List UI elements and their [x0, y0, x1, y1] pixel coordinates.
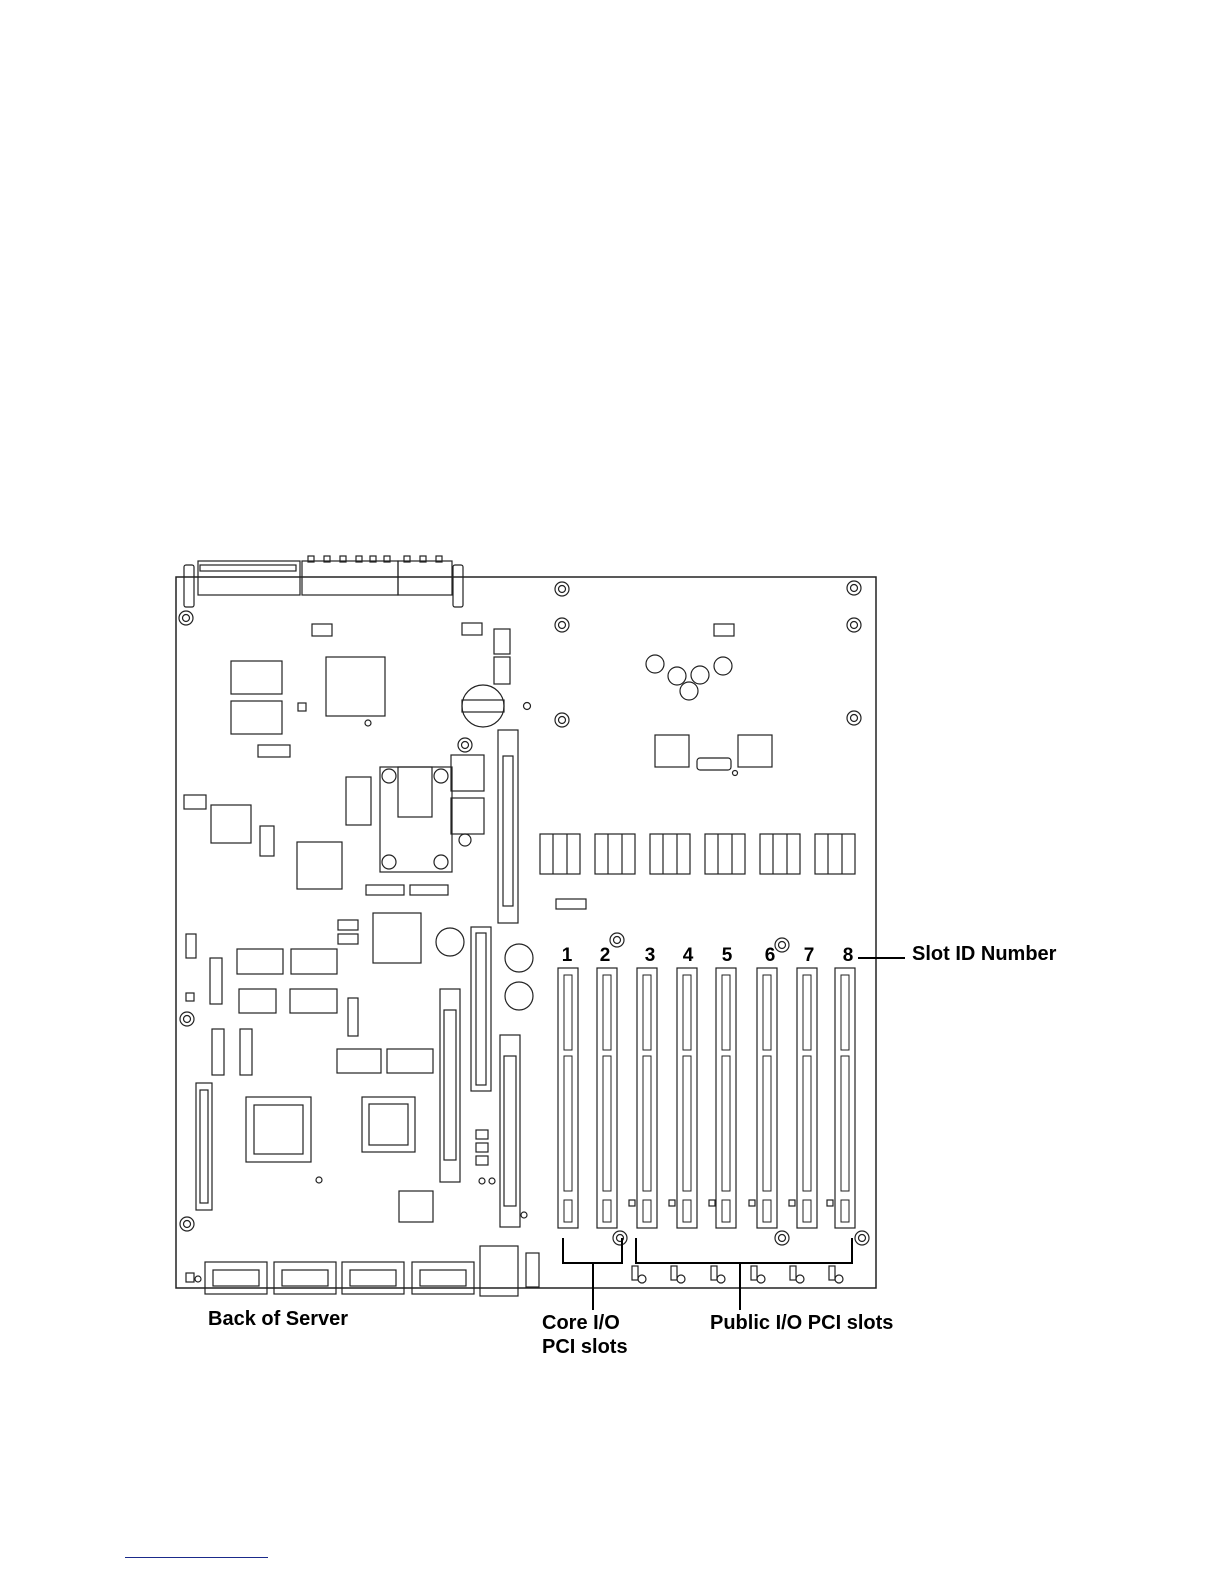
slot-id-number-label: Slot ID Number [912, 942, 1056, 966]
slot-number-3: 3 [638, 946, 662, 966]
top-connectors [184, 556, 463, 607]
slot-number-8: 8 [836, 946, 860, 966]
pci-slots [558, 968, 855, 1228]
slot-number-2: 2 [593, 946, 617, 966]
back-of-server-label: Back of Server [208, 1307, 348, 1331]
callout-lines [563, 958, 905, 1310]
slot-number-6: 6 [758, 946, 782, 966]
slot-latches [632, 1266, 843, 1283]
battery-capacitors [316, 655, 738, 1218]
core-io-label-line1: Core I/O [542, 1311, 620, 1335]
slot-number-1: 1 [555, 946, 579, 966]
cpu-socket [380, 755, 484, 872]
slot-number-7: 7 [797, 946, 821, 966]
core-io-label-line2: PCI slots [542, 1335, 628, 1359]
slot-number-4: 4 [676, 946, 700, 966]
slot-number-5: 5 [715, 946, 739, 966]
public-io-label: Public I/O PCI slots [710, 1311, 893, 1335]
dimm-clips [540, 834, 855, 874]
footnote-rule [125, 1557, 268, 1558]
